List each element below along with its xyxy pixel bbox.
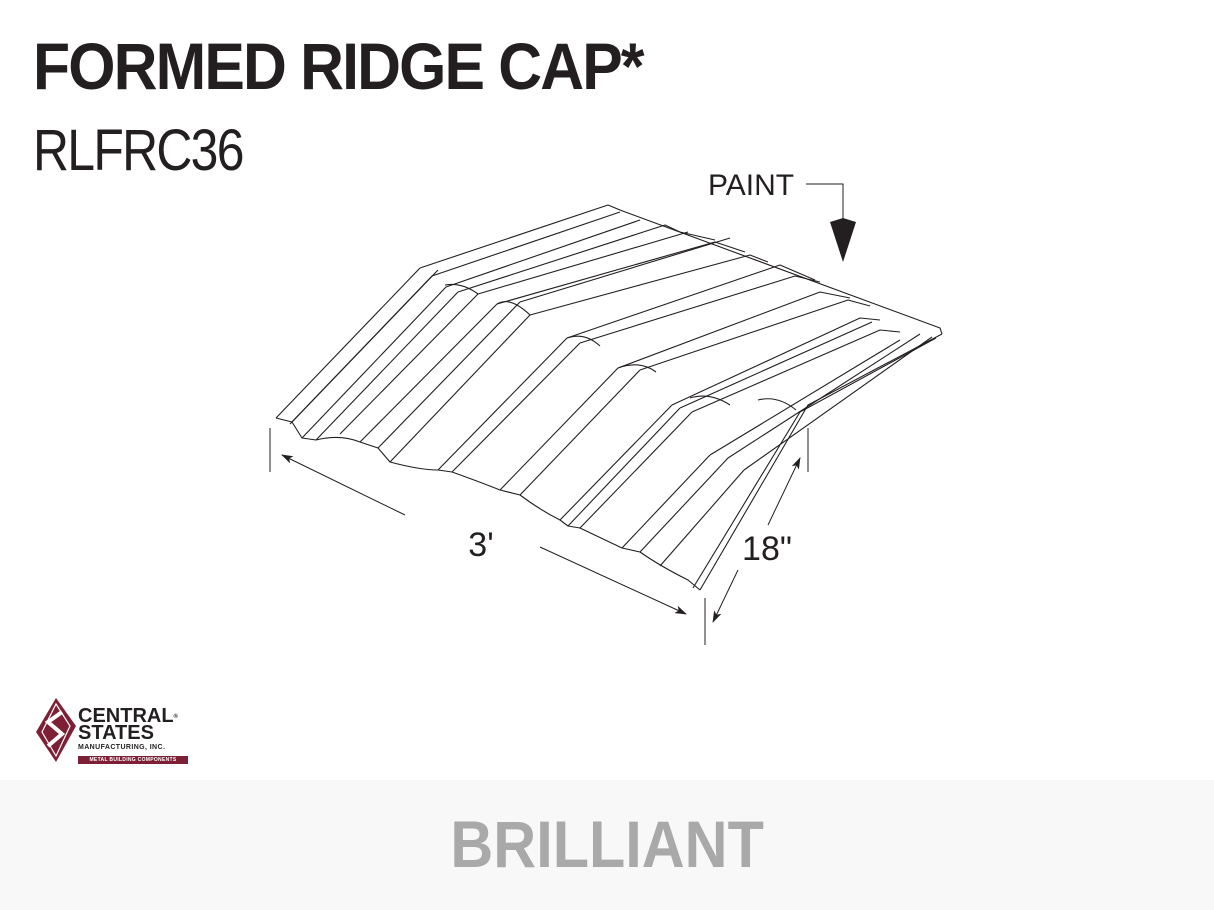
length-label: 3' — [468, 526, 493, 564]
logo-tagline: METAL BUILDING COMPONENTS — [78, 756, 188, 764]
width-dimension — [712, 428, 809, 623]
logo-line-manufacturing: MANUFACTURING, INC. — [78, 744, 166, 751]
color-footer: BRILLIANT — [0, 780, 1214, 910]
length-dimension — [269, 428, 706, 645]
paint-arrow-icon — [806, 183, 856, 262]
company-logo-icon — [36, 698, 76, 762]
paint-label: PAINT — [708, 169, 794, 202]
width-label: 18" — [742, 530, 792, 568]
logo-line-central: CENTRAL® — [78, 705, 178, 727]
product-code: RLFRC36 — [33, 118, 244, 183]
ridge-cap-outline — [275, 204, 943, 591]
ridge-cap-drawing: 3' 18" PAINT — [269, 169, 943, 645]
page-title: FORMED RIDGE CAP* — [33, 29, 645, 103]
company-logo: CENTRAL® STATES MANUFACTURING, INC. META… — [34, 696, 194, 768]
color-name: BRILLIANT — [450, 807, 764, 881]
logo-line-states: STATES — [78, 722, 154, 744]
